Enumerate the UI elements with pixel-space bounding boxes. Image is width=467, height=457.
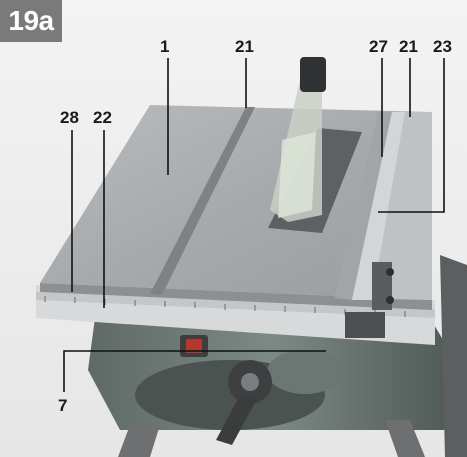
callout-28: 28 (60, 108, 79, 127)
callout-21-left: 21 (235, 37, 254, 56)
callout-7: 7 (58, 396, 68, 415)
callout-27: 27 (369, 37, 388, 56)
callout-21-right: 21 (399, 37, 418, 56)
callout-1: 1 (160, 37, 170, 56)
figure-label-badge: 19a (0, 0, 62, 42)
callout-23: 23 (433, 37, 452, 56)
callout-22: 22 (93, 108, 112, 127)
